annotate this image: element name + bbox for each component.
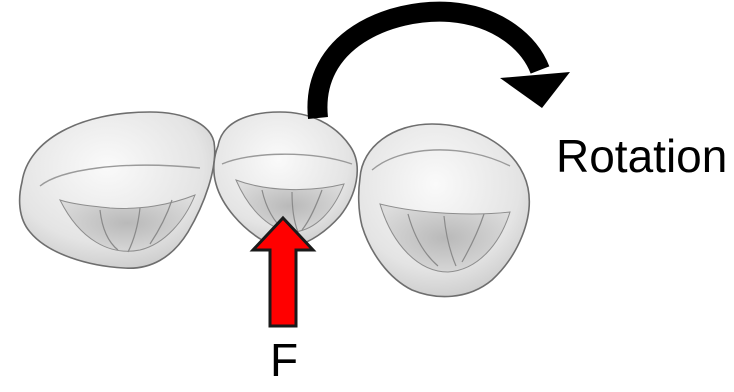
force-label: F <box>270 337 298 383</box>
left-tooth <box>20 112 215 268</box>
curved-arrow-icon <box>317 12 570 118</box>
rotation-label: Rotation <box>556 133 727 179</box>
right-tooth <box>359 124 530 297</box>
